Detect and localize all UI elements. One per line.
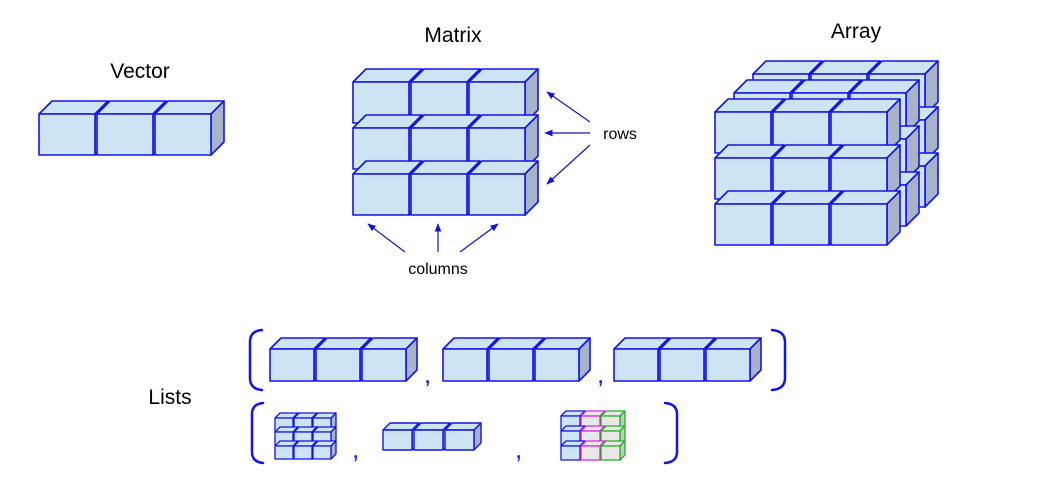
- matrix-cell: [468, 160, 539, 216]
- list1-vector-cell: [705, 337, 762, 382]
- cube-front-face: [600, 445, 621, 461]
- cube-front-face: [705, 348, 751, 382]
- list-row-1: [269, 337, 762, 382]
- list2-matrix-cell: [312, 440, 337, 460]
- cube-front-face: [269, 348, 315, 382]
- list1-vector-cell: [659, 337, 716, 382]
- cube-front-face: [361, 348, 407, 382]
- array-title: Array: [831, 20, 882, 43]
- columns-label: columns: [408, 261, 468, 278]
- matrix-title: Matrix: [424, 24, 482, 47]
- cube-front-face: [488, 348, 534, 382]
- cube-front-face: [534, 348, 580, 382]
- cube-front-face: [413, 429, 444, 451]
- list2-close-bracket: [663, 401, 679, 465]
- columns-arrow-left: [367, 223, 406, 253]
- list-brackets: [248, 328, 787, 465]
- cube-front-face: [772, 203, 830, 246]
- list2-open-bracket: [250, 401, 265, 465]
- rows-arrows: [544, 91, 591, 185]
- vector-cubes: [38, 100, 225, 156]
- cube-front-face: [293, 445, 313, 460]
- cube-front-face: [274, 445, 294, 460]
- cube-front-face: [96, 113, 154, 156]
- cube-front-face: [154, 113, 212, 156]
- vector-title: Vector: [110, 60, 170, 83]
- rows-arrow-bottom: [546, 144, 591, 185]
- lists-title: Lists: [148, 386, 191, 409]
- cube-front-face: [442, 348, 488, 382]
- rows-arrow-top: [546, 91, 591, 123]
- cube-front-face: [38, 113, 96, 156]
- cube-front-face: [468, 173, 526, 216]
- list1-comma-1: ,: [424, 359, 431, 389]
- cube-front-face: [613, 348, 659, 382]
- matrix-cell: [468, 114, 539, 170]
- list1-vector-cell: [361, 337, 418, 382]
- list1-vector-cell: [534, 337, 591, 382]
- matrix-cubes: [352, 68, 539, 216]
- columns-arrow-right: [459, 223, 499, 253]
- cube-front-face: [714, 203, 772, 246]
- array-cubes: [714, 60, 939, 246]
- list2-colored-cell: [600, 440, 626, 461]
- cube-front-face: [382, 429, 413, 451]
- array-cell: [830, 144, 901, 200]
- list1-comma-2: ,: [597, 359, 604, 389]
- cube-front-face: [315, 348, 361, 382]
- cube-front-face: [444, 429, 475, 451]
- cube-front-face: [410, 173, 468, 216]
- columns-arrows: [367, 223, 499, 253]
- vector-cell: [154, 100, 225, 156]
- cube-front-face: [352, 173, 410, 216]
- list2-comma-1: ,: [352, 434, 359, 464]
- list2-comma-2: ,: [515, 434, 522, 464]
- cube-front-face: [312, 445, 332, 460]
- list2-vector-cell: [444, 422, 482, 451]
- array-cell: [830, 98, 901, 154]
- list-row-2: [274, 410, 626, 461]
- list1-close-bracket: [770, 328, 787, 392]
- cube-front-face: [659, 348, 705, 382]
- cube-front-face: [580, 445, 601, 461]
- array-cell: [830, 190, 901, 246]
- rows-label: rows: [603, 126, 637, 143]
- list1-open-bracket: [248, 328, 264, 392]
- list1-vector-cell: [269, 337, 326, 382]
- cube-front-face: [560, 445, 581, 461]
- list2-matrix-cell: [274, 440, 299, 460]
- cube-front-face: [830, 203, 888, 246]
